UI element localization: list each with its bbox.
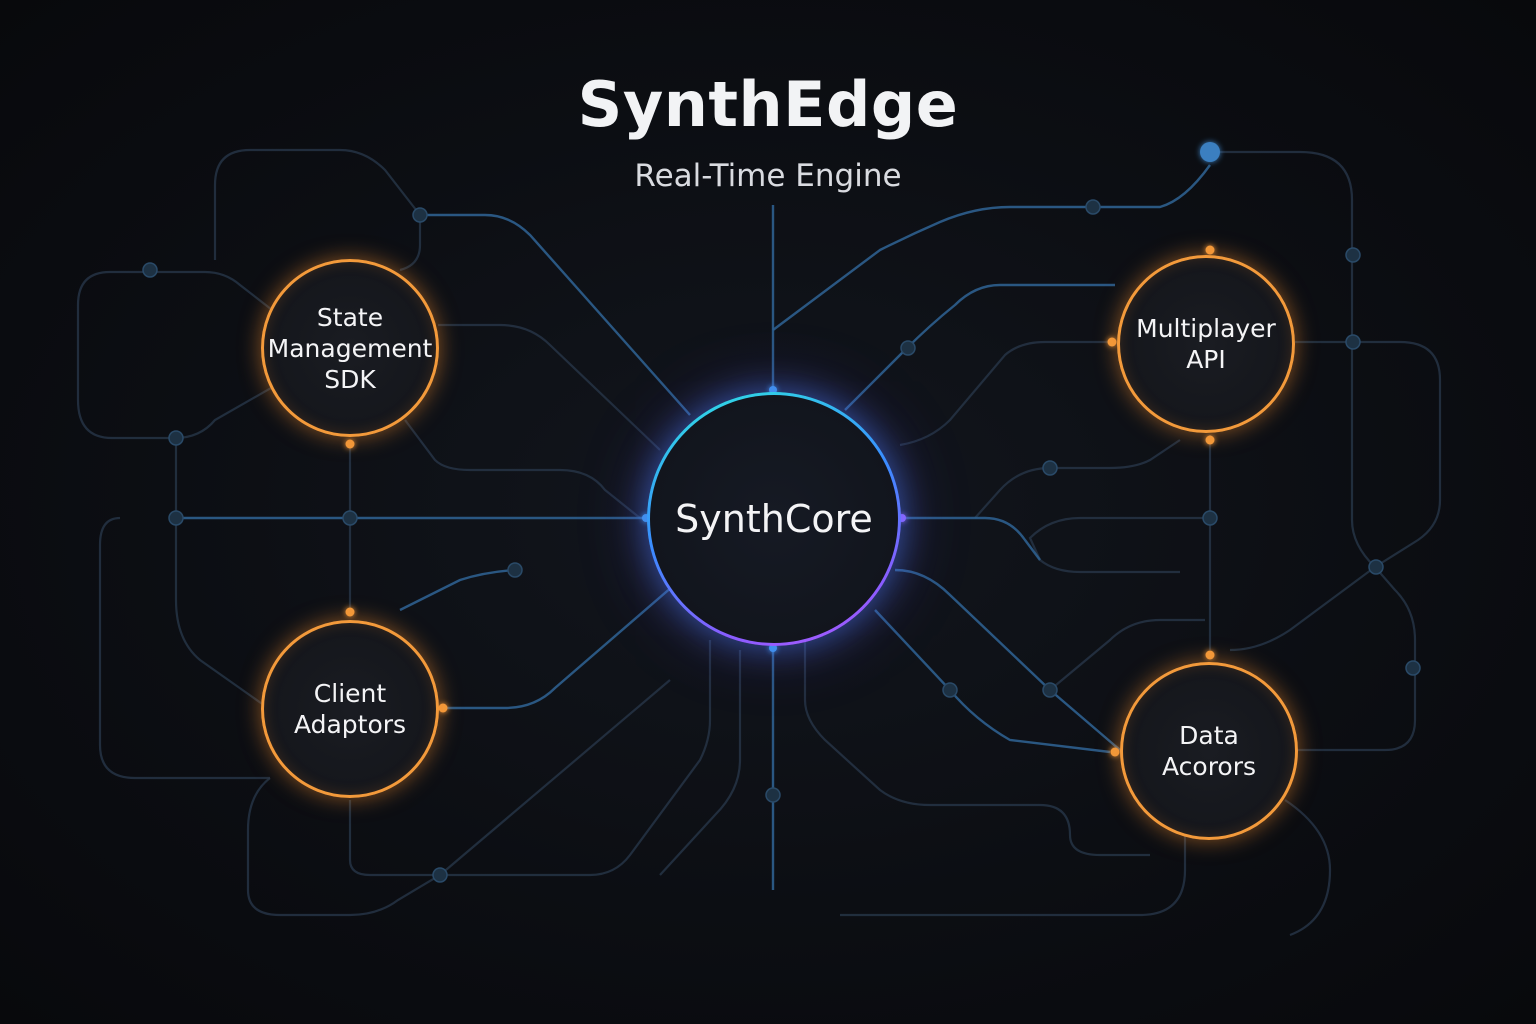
node-ports [345,245,1215,757]
connector-line [98,516,270,780]
connector-line [420,213,691,416]
node-label-line: Multiplayer [1136,314,1276,343]
node-label-line: Adaptors [293,710,407,739]
connector-line [439,679,671,876]
connector-line [974,439,1181,519]
junction-dot [1405,660,1421,676]
port-dot [642,514,650,522]
junction-dot [1368,559,1384,575]
junction-dot [900,340,916,356]
junction-dot [1085,199,1101,215]
connector-line [840,830,1187,917]
junction-dot [1202,510,1218,526]
junction-dot [1042,682,1058,698]
junction-dot [412,207,428,223]
core-node: SynthCore [647,392,901,646]
node-label-line: API [1186,345,1226,374]
node-state-management-sdk: State Management SDK [261,259,439,437]
connector-line [1028,516,1210,574]
connector-line [772,164,1211,331]
connector-line [438,323,661,451]
connector-line [894,568,1121,751]
junction-dot [1042,460,1058,476]
node-label-line: Client [313,679,387,708]
node-label-line: Data [1179,721,1239,750]
port-dot [898,514,906,522]
connector-line [399,215,422,272]
port-dot [1205,650,1215,660]
port-dot [769,386,777,394]
terminal-dot [1200,142,1220,162]
connector-line [399,568,516,612]
connector-line [803,640,1150,857]
junctions [142,199,1421,883]
connector-line [1049,618,1205,691]
background-connectors [76,148,1442,937]
junction-dot [1345,247,1361,263]
connector-line [1210,150,1417,752]
junction-dot [142,262,158,278]
junction-dot [942,682,958,698]
junction-dot [507,562,523,578]
node-client-adaptors: Client Adaptors [261,620,439,798]
connector-line [844,283,1115,411]
connector-line [174,438,286,721]
port-dot [438,703,448,713]
connector-line [213,148,421,260]
port-dot [1110,747,1120,757]
connector-line [659,650,742,876]
connector-line [1229,340,1442,652]
node-label-line: Acorors [1161,752,1257,781]
node-label-line: Management [267,333,433,363]
port-dot [1107,337,1117,347]
port-dot [345,439,355,449]
node-multiplayer-api: Multiplayer API [1117,255,1295,433]
connector-line [1284,799,1332,937]
diagram-title: SynthEdge [577,68,959,141]
core-connectors [175,164,1211,890]
connector-line [76,270,286,440]
core-ports [642,386,906,652]
core-node-label: SynthCore [675,497,873,541]
connector-line [899,340,1115,447]
connector-line [443,579,681,710]
junction-dot [168,510,184,526]
node-data-acorors: Data Acorors [1120,662,1298,840]
junction-dot [432,867,448,883]
junction-dot [168,430,184,446]
connector-line [874,609,1111,754]
port-dot [1205,435,1215,445]
port-dot [1205,245,1215,255]
connector-line [404,419,641,519]
junction-dot [765,787,781,803]
junction-dot [1345,334,1361,350]
connector-line [246,777,441,917]
connector-line [905,516,1041,561]
junction-dot [342,510,358,526]
port-dot [345,607,355,617]
port-dot [769,644,777,652]
node-label-line: State [316,302,384,332]
node-label-line: SDK [324,364,376,394]
diagram-subtitle: Real-Time Engine [634,158,902,194]
connector-line [348,640,712,877]
